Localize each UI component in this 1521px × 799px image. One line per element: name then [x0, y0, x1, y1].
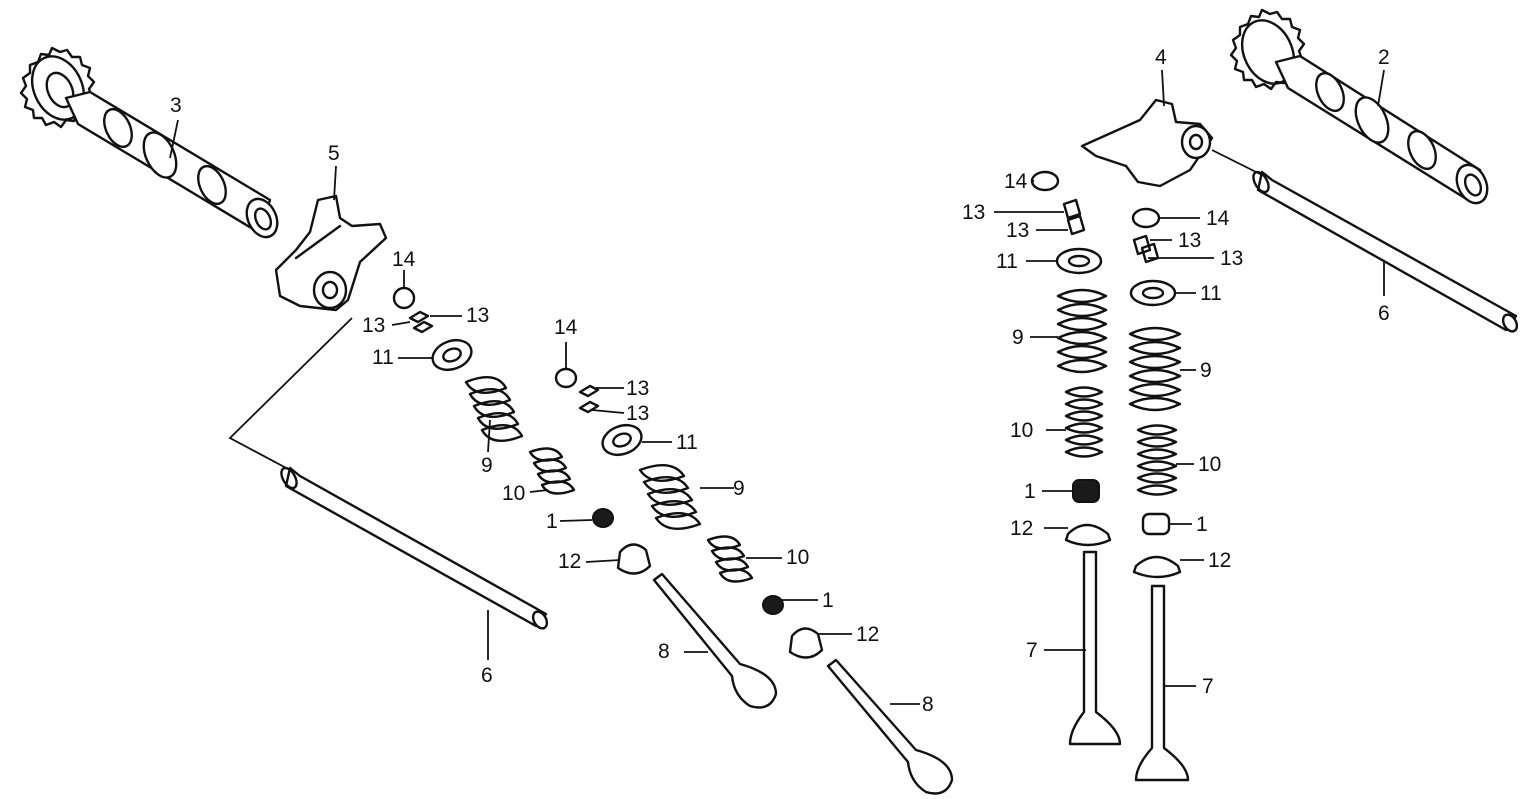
retainer-11b	[601, 423, 643, 457]
stem-seal-1c	[1072, 479, 1100, 503]
valve-assembly-right-a	[1030, 170, 1122, 746]
callout-1: 1	[546, 510, 558, 533]
callout-1: 1	[822, 589, 834, 612]
callout-13: 13	[1178, 229, 1201, 252]
stem-seal-1d	[1141, 512, 1171, 536]
callout-9: 9	[1200, 359, 1212, 382]
rocker-shaft-left	[228, 317, 549, 630]
spring-seat-12a	[616, 543, 652, 575]
callout-14: 14	[1206, 207, 1230, 230]
retainer-11c	[1055, 247, 1103, 275]
callout-11: 11	[676, 431, 698, 454]
leader-lines	[169, 69, 1385, 705]
rocker-arm-left	[274, 194, 388, 312]
callout-2: 2	[1378, 46, 1390, 69]
callout-13: 13	[466, 304, 489, 327]
spring-seat-12c	[1064, 523, 1112, 547]
callout-13: 13	[962, 201, 985, 224]
valve-assembly-right-b	[1128, 207, 1190, 782]
callout-13: 13	[362, 314, 385, 337]
rocker-arm-right	[1080, 98, 1214, 188]
valve-8b	[826, 658, 954, 795]
callout-5: 5	[328, 142, 340, 165]
shim-14c	[1030, 170, 1060, 192]
callout-7: 7	[1202, 675, 1214, 698]
callout-12: 12	[1010, 517, 1033, 540]
callout-1: 1	[1196, 513, 1208, 536]
spring-outer-9c	[1056, 288, 1108, 374]
callout-9: 9	[1012, 326, 1024, 349]
spring-seat-12b	[788, 627, 824, 659]
callout-8: 8	[922, 693, 934, 716]
shim-14a	[392, 286, 416, 310]
callout-1: 1	[1024, 480, 1036, 503]
cotter-13a	[408, 310, 434, 334]
cotter-13b	[578, 384, 600, 414]
spring-outer-9a	[464, 376, 524, 442]
callout-11: 11	[996, 250, 1018, 273]
retainer-11d	[1129, 279, 1177, 307]
callout-6: 6	[1378, 302, 1390, 325]
callout-12: 12	[558, 550, 581, 573]
spring-outer-9d	[1128, 326, 1182, 412]
callout-9: 9	[481, 454, 493, 477]
callout-4: 4	[1155, 46, 1167, 69]
stem-seal-1b	[762, 595, 784, 615]
spring-seat-12d	[1132, 555, 1182, 579]
callout-10: 10	[502, 482, 525, 505]
valve-7a	[1068, 550, 1122, 746]
spring-inner-10c	[1064, 386, 1104, 458]
retainer-11a	[431, 338, 473, 372]
shim-14d	[1131, 207, 1161, 229]
callout-labels: 3 5 14 13 13 11 9 10 1 12 6 14 13 13 11 …	[170, 46, 1390, 716]
stem-seal-1a	[592, 508, 614, 528]
callout-14: 14	[392, 248, 416, 271]
callout-9: 9	[733, 477, 745, 500]
callout-10: 10	[1198, 453, 1221, 476]
callout-8: 8	[658, 640, 670, 663]
valve-7b	[1134, 584, 1190, 782]
callout-13: 13	[1220, 247, 1243, 270]
callout-11: 11	[372, 346, 394, 369]
callout-12: 12	[1208, 549, 1231, 572]
valve-assembly-left-b	[554, 367, 954, 795]
callout-14: 14	[554, 316, 578, 339]
valve-assembly-left-a	[392, 286, 778, 709]
callout-7: 7	[1026, 639, 1038, 662]
callout-6: 6	[481, 664, 493, 687]
callout-13: 13	[626, 377, 649, 400]
cotter-13c	[1062, 198, 1086, 236]
spring-inner-10b	[706, 535, 754, 583]
callout-11: 11	[1200, 282, 1222, 305]
shim-14b	[554, 367, 578, 389]
camshaft-left	[19, 46, 279, 239]
callout-10: 10	[1010, 419, 1033, 442]
rocker-shaft-right	[1211, 149, 1519, 333]
callout-3: 3	[170, 94, 182, 117]
spring-inner-10a	[528, 447, 576, 495]
callout-10: 10	[786, 546, 809, 569]
callout-13: 13	[1006, 219, 1029, 242]
callout-13: 13	[626, 402, 649, 425]
callout-14: 14	[1004, 170, 1028, 193]
spring-inner-10d	[1136, 424, 1178, 496]
spring-outer-9b	[638, 464, 702, 530]
camshaft-right	[1229, 8, 1489, 205]
callout-12: 12	[856, 623, 879, 646]
valve-8a	[652, 572, 778, 709]
